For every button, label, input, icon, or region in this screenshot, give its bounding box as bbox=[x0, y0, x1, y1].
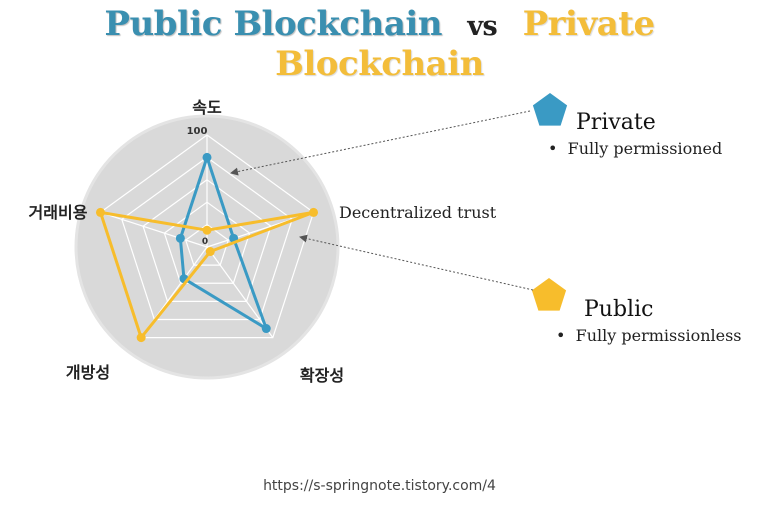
radar-axis-labels: 속도 Decentralized trust 확장성 개방성 거래비용 bbox=[29, 98, 497, 385]
legend-public-text: Fully permissionless bbox=[575, 326, 742, 345]
tick-label-max: 100 bbox=[187, 126, 208, 137]
legend-private-bullet: • Fully permissioned bbox=[548, 139, 723, 158]
grid-spoke bbox=[100, 211, 208, 248]
grid-ring bbox=[99, 134, 315, 339]
series-point bbox=[136, 333, 146, 343]
axis-label: 확장성 bbox=[300, 366, 344, 385]
radar-tick-labels: 0 100 bbox=[187, 126, 209, 247]
radar-series bbox=[95, 152, 319, 343]
series-line bbox=[178, 155, 268, 331]
title-private: Private Blockchain bbox=[275, 4, 655, 84]
pentagon-icon bbox=[532, 93, 568, 126]
axis-label: 속도 bbox=[192, 98, 222, 117]
series-point bbox=[95, 207, 105, 217]
legend-private-text: Fully permissioned bbox=[567, 139, 723, 158]
source-url: https://s-springnote.tistory.com/4 bbox=[263, 478, 496, 494]
axis-label: 거래비용 bbox=[29, 203, 88, 222]
grid-ring bbox=[121, 156, 293, 321]
grid-ring bbox=[142, 179, 272, 302]
series-point bbox=[202, 152, 212, 162]
title-public: Public Blockchain bbox=[104, 4, 442, 44]
axis-label: 개방성 bbox=[66, 363, 110, 382]
legend-public-title: Public bbox=[584, 297, 654, 322]
arrow-private bbox=[230, 110, 531, 176]
axis-label: Decentralized trust bbox=[339, 203, 497, 222]
title-vs: vs bbox=[467, 11, 498, 42]
page-title: Public Blockchain vs Private Blockchain bbox=[0, 4, 759, 84]
series-point bbox=[309, 207, 319, 217]
series-point bbox=[175, 233, 185, 243]
series-line bbox=[98, 210, 316, 340]
series-point bbox=[205, 247, 215, 257]
series-point bbox=[261, 324, 271, 334]
pentagon-icon bbox=[531, 278, 567, 311]
grid-ring bbox=[163, 201, 251, 284]
grid-spoke bbox=[206, 246, 274, 338]
grid-ring bbox=[184, 223, 230, 266]
tick-label-min: 0 bbox=[202, 237, 208, 247]
series-point bbox=[202, 225, 212, 235]
legend-public-bullet: • Fully permissionless bbox=[556, 326, 742, 345]
legend-private-title: Private bbox=[576, 110, 656, 135]
